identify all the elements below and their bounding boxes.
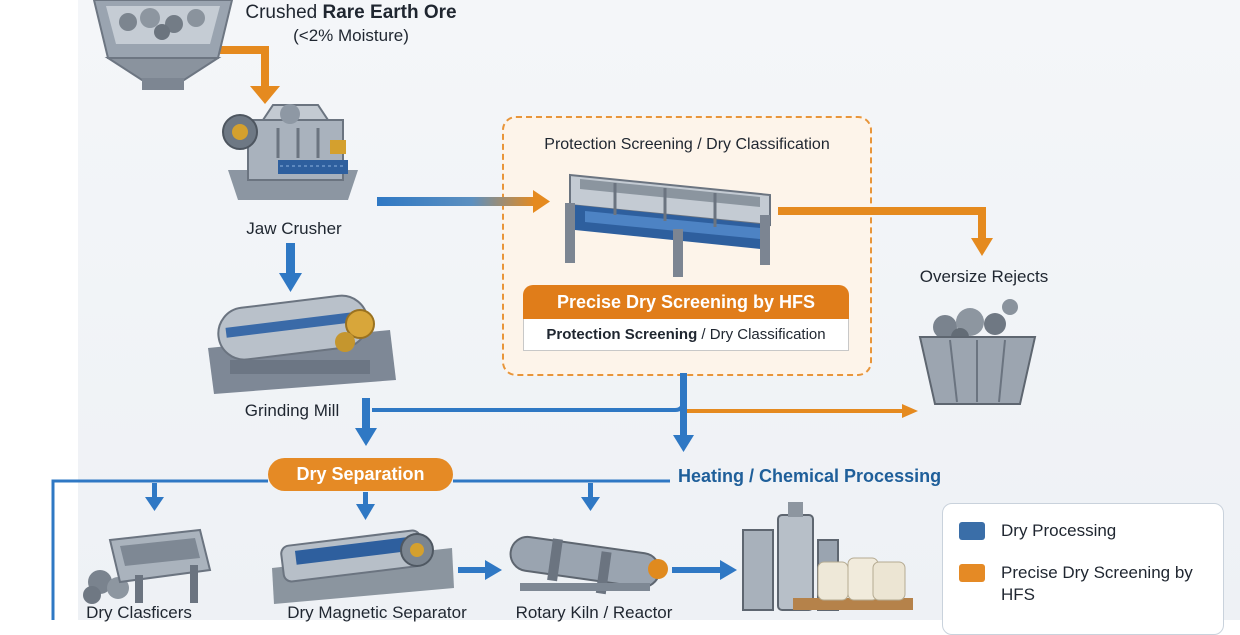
jaw-crusher-label: Jaw Crusher [246, 219, 342, 238]
arrow-undersize-to-rejects [687, 409, 902, 413]
legend-item-dry-processing: Dry Processing [959, 520, 1211, 542]
arrow-screen-to-oversize [778, 207, 986, 240]
dry-classifier-icon [83, 528, 212, 604]
dry-classifiers-label: Dry Clasficers [86, 603, 192, 622]
legend: Dry Processing Precise Dry Screening by … [942, 503, 1224, 635]
ore-title-prefix: Crushed [245, 2, 323, 23]
arrow-crusher-to-screen [377, 197, 535, 206]
hfs-subtitle-bold: Protection Screening [546, 326, 698, 343]
legend-swatch-orange [959, 564, 985, 582]
hfs-region-title: Protection Screening / Dry Classificatio… [544, 136, 830, 153]
rotary-kiln-icon [509, 535, 668, 595]
ore-hopper-icon [92, 0, 234, 90]
arrow-ore-to-crusher [205, 46, 269, 88]
legend-label: Precise Dry Screening by HFS [1001, 563, 1193, 604]
hfs-subtitle-rest: / Dry Classification [697, 326, 826, 343]
grinding-mill-label: Grinding Mill [244, 401, 340, 420]
rotary-kiln-label: Rotary Kiln / Reactor [515, 603, 673, 622]
heating-chemical-label: Heating / Chemical Processing [678, 466, 942, 486]
chemical-plant-icon [742, 502, 913, 611]
dry-separation-pill: Dry Separation [268, 458, 453, 491]
legend-swatch-blue [959, 522, 985, 540]
hfs-subtitle: Protection Screening / Dry Classificatio… [523, 319, 849, 351]
magnetic-separator-icon [272, 529, 454, 604]
legend-label: Dry Processing [1001, 521, 1117, 540]
arrow-crusher-to-mill [286, 243, 295, 273]
rejects-bin-icon [918, 299, 1037, 405]
dry-magnetic-separator-label: Dry Magnetic Separator [287, 603, 467, 622]
legend-item-hfs: Precise Dry Screening by HFS [959, 562, 1211, 606]
ore-title: Crushed Rare Earth Ore [245, 2, 456, 24]
vibrating-screen-icon [565, 173, 771, 277]
ore-moisture: (<2% Moisture) [293, 26, 409, 45]
hfs-banner: Precise Dry Screening by HFS [523, 285, 849, 319]
oversize-rejects-label: Oversize Rejects [919, 267, 1049, 286]
grinding-mill-icon [208, 294, 396, 394]
flow-arrows [51, 46, 993, 620]
ore-title-bold: Rare Earth Ore [322, 2, 457, 23]
jaw-crusher-icon [222, 104, 358, 200]
